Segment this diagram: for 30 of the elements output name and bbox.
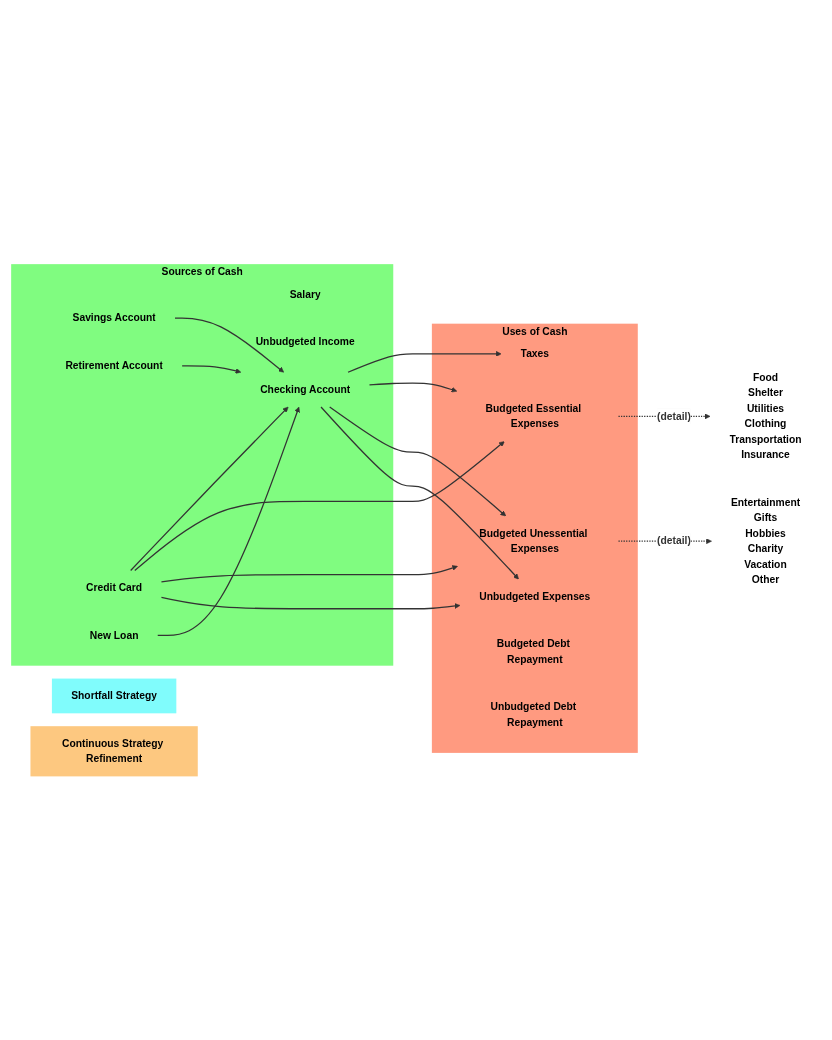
node-text: Checking Account — [260, 383, 351, 395]
arrow — [157, 406, 300, 636]
node-text: Budgeted Essential Expenses — [485, 402, 582, 429]
node-text: Retirement Account — [65, 359, 163, 371]
node-text: Credit Card — [86, 581, 143, 593]
node-text: Unbudgeted Expenses — [479, 590, 591, 602]
arrow — [174, 317, 284, 373]
edge-label: (detail) — [657, 535, 691, 547]
node-text: Taxes — [520, 347, 550, 359]
arrow — [130, 406, 289, 571]
node-text: Savings Account — [72, 312, 156, 324]
edge-label: (detail) — [657, 410, 691, 422]
node-text: Salary — [289, 288, 321, 300]
node-text: Unbudgeted Income — [255, 335, 355, 347]
node-text: Budgeted Debt Repayment — [496, 638, 571, 665]
node-text: Entertainment Gifts Hobbies Charity Vacation Other — [730, 496, 801, 585]
node-text: Food Shelter Utilities Clothing Transportation Insurance — [729, 371, 802, 460]
arrow — [329, 406, 507, 517]
node-text: Unbudgeted Debt Repayment — [490, 701, 577, 728]
arrow — [368, 382, 458, 393]
arrow — [160, 564, 458, 583]
node-text: New Loan — [89, 629, 139, 641]
arrow — [160, 596, 461, 610]
arrow — [181, 364, 242, 374]
arrow — [320, 406, 519, 580]
arrow — [134, 440, 505, 571]
node-box: Shortfall Strategy — [51, 678, 177, 714]
node-box: Continuous Strategy Refinement — [30, 725, 198, 777]
node-text: Budgeted Unessential Expenses — [479, 527, 588, 554]
arrow — [347, 350, 502, 373]
